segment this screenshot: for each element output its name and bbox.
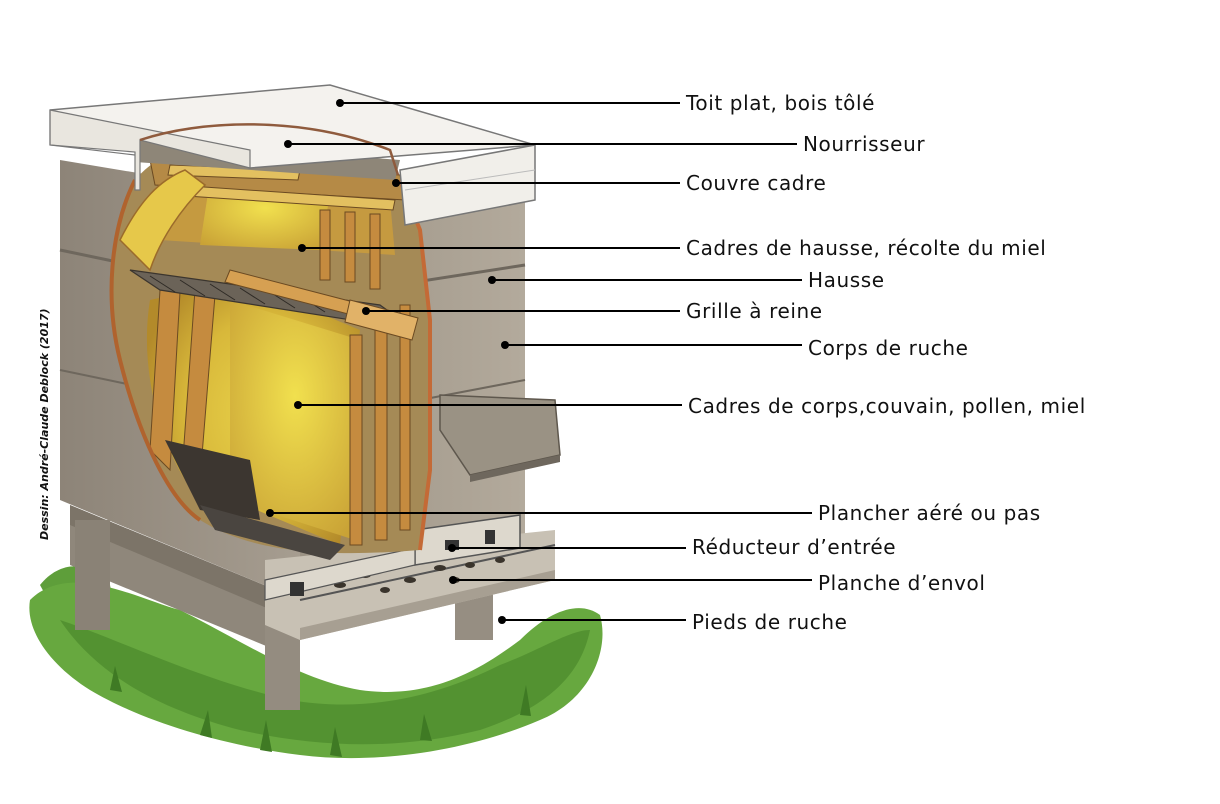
- label-toit-plat: Toit plat, bois tôlé: [686, 91, 876, 115]
- hive-cutaway: [109, 135, 432, 560]
- label-cadres-de-hausse: Cadres de hausse, récolte du miel: [686, 236, 1047, 260]
- label-planche-envol: Planche d’envol: [818, 571, 986, 595]
- label-nourrisseur: Nourrisseur: [803, 132, 926, 156]
- label-hausse: Hausse: [808, 268, 885, 292]
- label-grille-a-reine: Grille à reine: [686, 299, 823, 323]
- label-pieds-de-ruche: Pieds de ruche: [692, 610, 848, 634]
- label-plancher: Plancher aéré ou pas: [818, 501, 1041, 525]
- label-corps-de-ruche: Corps de ruche: [808, 336, 969, 360]
- label-couvre-cadre: Couvre cadre: [686, 171, 827, 195]
- artist-credit: Dessin: André-Claude Deblock (2017): [38, 308, 51, 540]
- label-cadres-de-corps: Cadres de corps,couvain, pollen, miel: [688, 394, 1086, 418]
- label-reducteur-entree: Réducteur d’entrée: [692, 535, 897, 559]
- roof: [49, 84, 536, 226]
- leader-dots: [266, 99, 509, 624]
- leader-lines: [270, 102, 812, 621]
